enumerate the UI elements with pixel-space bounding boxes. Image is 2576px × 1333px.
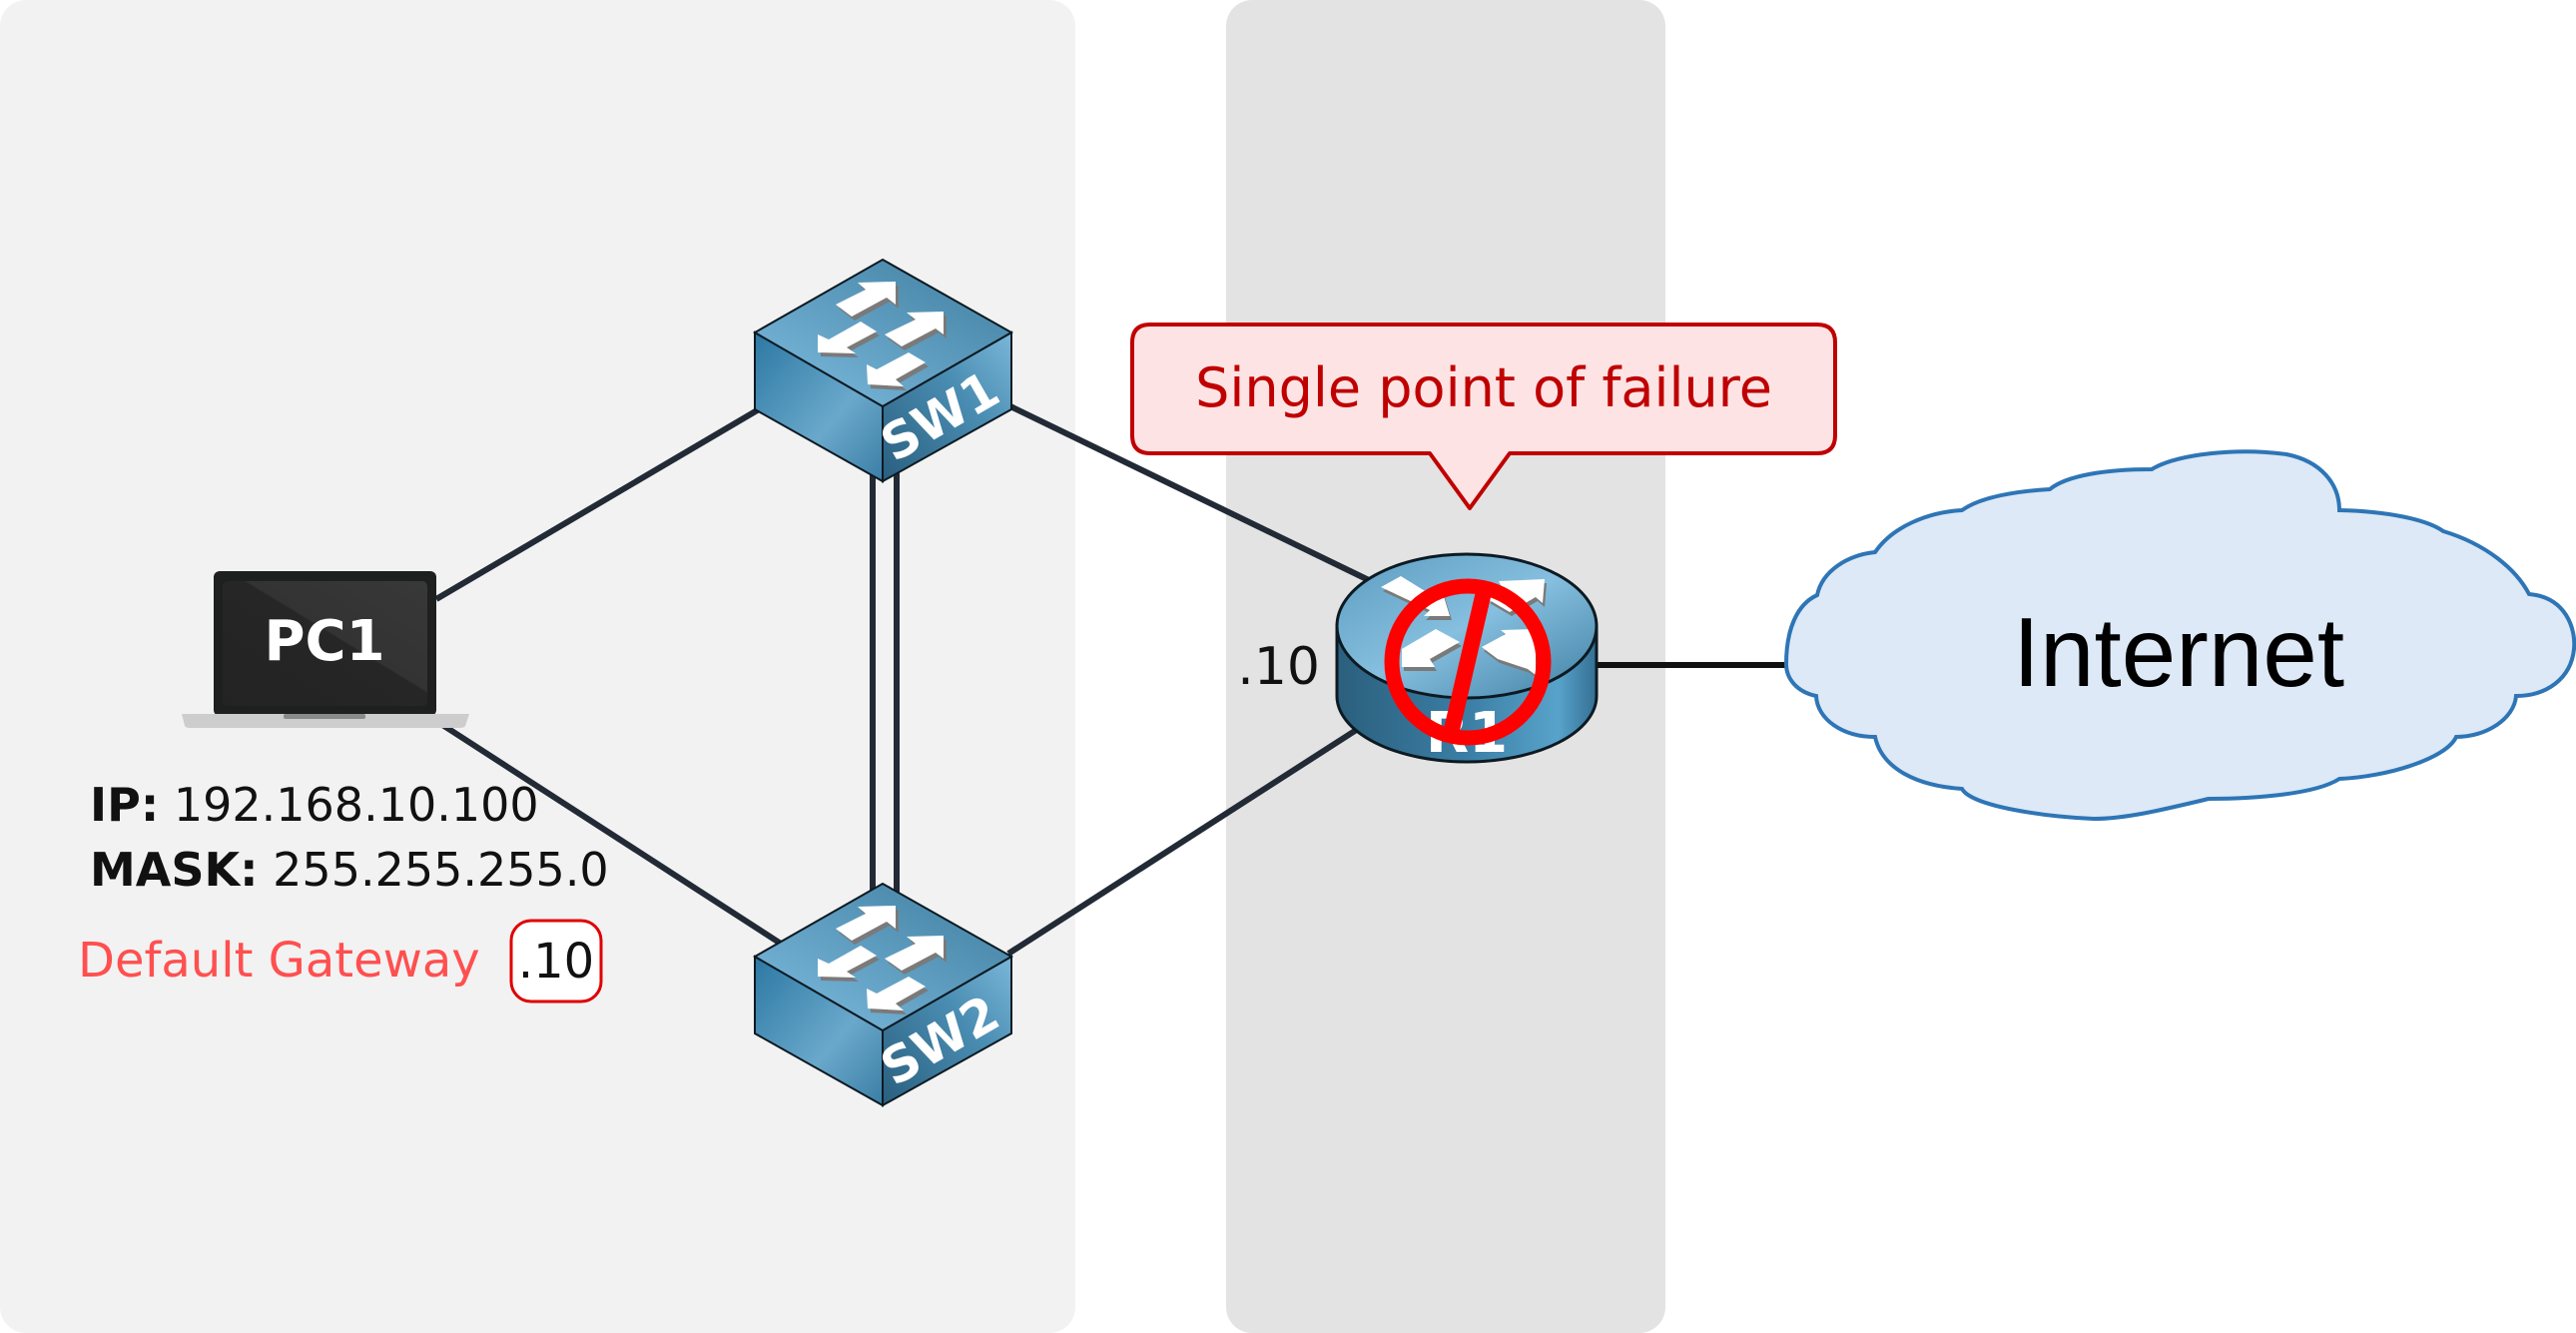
r1-router[interactable]: R1 — [1335, 552, 1599, 766]
failure-callout: Single point of failure — [1130, 323, 1837, 510]
gateway-label: Default Gateway — [78, 933, 480, 989]
cloud-label: Internet — [2013, 597, 2344, 707]
mask-line: MASK: 255.255.255.0 — [90, 843, 609, 897]
link-sw2-r1 — [1006, 726, 1360, 957]
r1-interface-address: .10 — [1237, 637, 1320, 697]
pc1-base — [182, 714, 469, 728]
callout-bubble — [1130, 323, 1837, 510]
sw2-top-face — [752, 882, 1014, 1032]
link-sw1-r1 — [1006, 402, 1375, 585]
gateway-value-box — [509, 919, 603, 1003]
ip-value: 192.168.10.100 — [159, 778, 538, 832]
pc1-screen — [223, 581, 427, 706]
cloud-shape — [1783, 449, 2576, 822]
links — [434, 402, 1789, 957]
pc1-laptop[interactable]: PC1 — [182, 571, 469, 728]
internet-cloud[interactable]: Internet — [1783, 449, 2576, 822]
mask-value: 255.255.255.0 — [259, 843, 609, 897]
pc1-label: PC1 — [264, 609, 384, 674]
switch-arrows-icon — [818, 906, 947, 1014]
ip-line: IP: 192.168.10.100 — [90, 778, 539, 832]
pc1-config: IP: 192.168.10.100 MASK: 255.255.255.0 D… — [78, 778, 609, 1003]
sw1-top-face — [752, 258, 1014, 408]
switch-arrows-icon — [818, 282, 947, 390]
pc1-notch — [284, 714, 365, 719]
link-pc1-sw1 — [434, 406, 761, 602]
lan-zone — [0, 0, 1075, 1333]
link-pc1-sw2 — [434, 718, 783, 947]
mask-label: MASK: — [90, 843, 259, 897]
ip-label: IP: — [90, 778, 159, 832]
callout-text: Single point of failure — [1195, 356, 1772, 419]
prohibited-icon — [1384, 578, 1552, 746]
gateway-value: .10 — [518, 934, 594, 990]
